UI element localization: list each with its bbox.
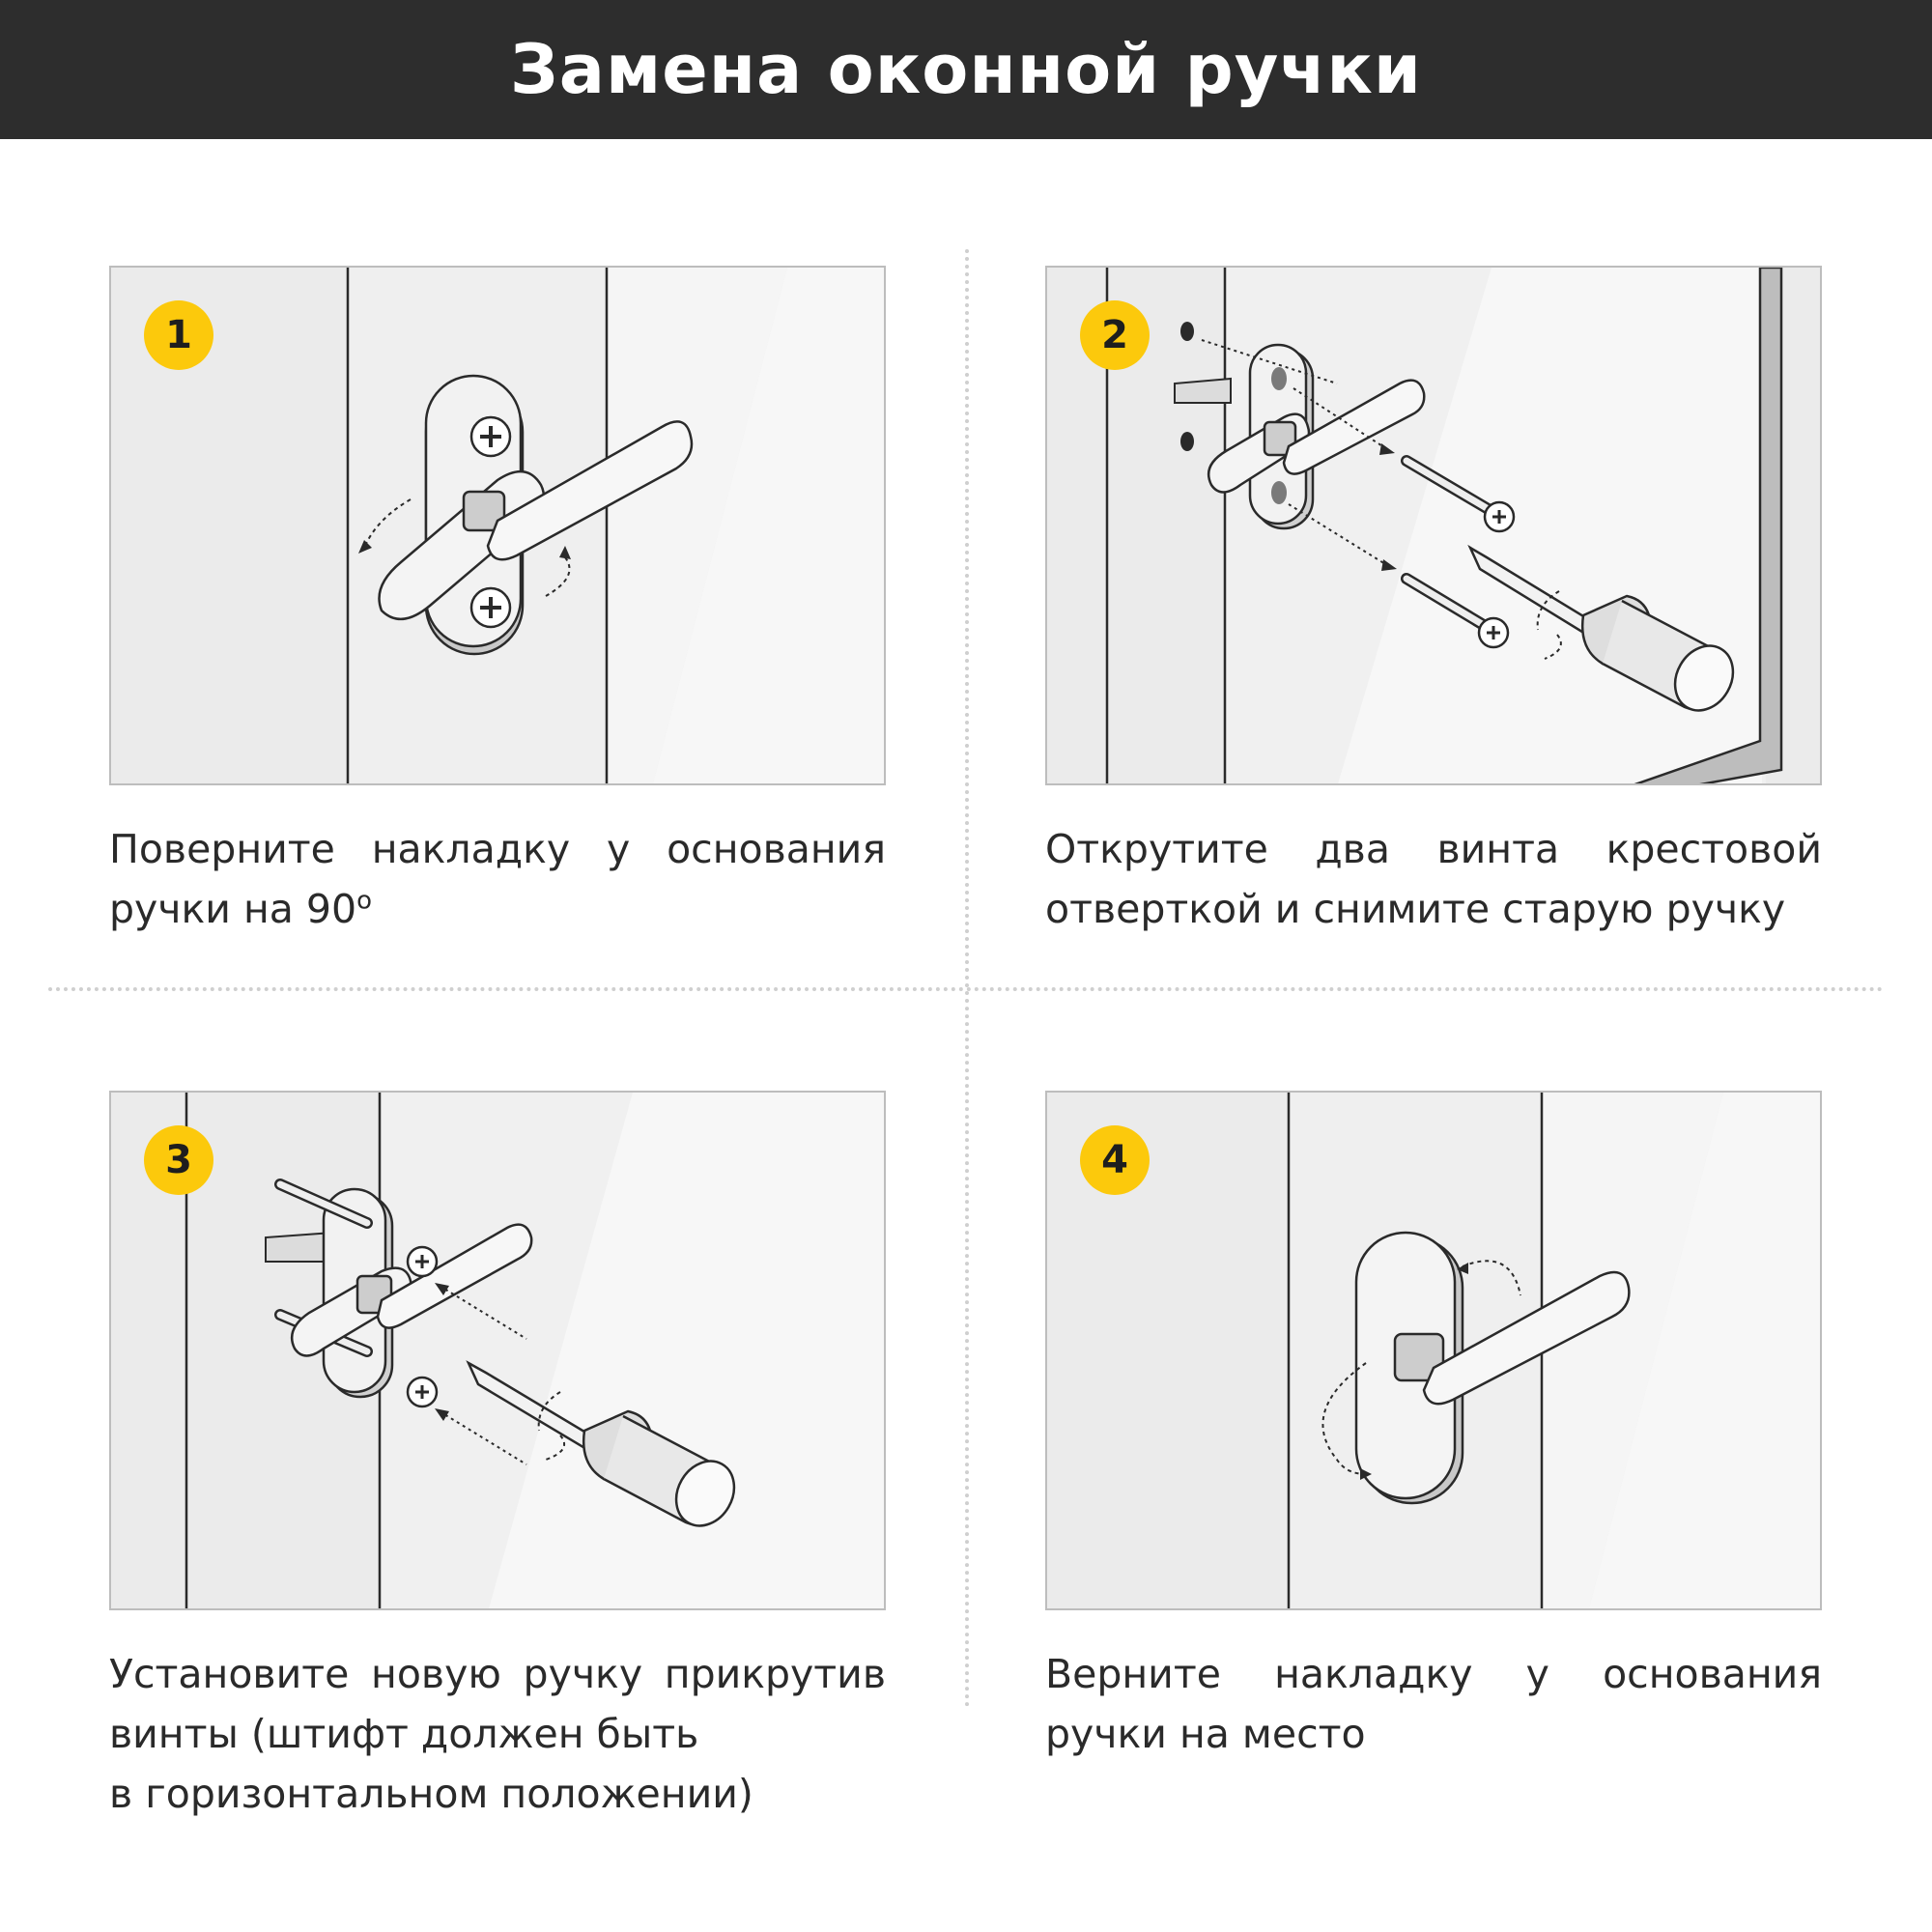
step-3-illustration: 3 xyxy=(109,1091,886,1610)
screw-icon xyxy=(469,586,512,629)
step-2-illustration: 2 xyxy=(1045,266,1822,785)
screw-icon xyxy=(469,415,512,458)
step-3-caption: Установите новую ручку прикрутив винты (… xyxy=(109,1651,886,1817)
header-bar: Замена оконной ручки xyxy=(0,0,1932,139)
step-3-drawing xyxy=(185,1093,884,1608)
horizontal-divider xyxy=(48,987,1884,991)
step-1-drawing xyxy=(346,268,884,783)
step-1-illustration: 1 xyxy=(109,266,886,785)
vertical-divider xyxy=(965,249,969,1708)
step-2-drawing xyxy=(1105,268,1783,783)
step-4-drawing xyxy=(1287,1093,1820,1608)
step-2-badge: 2 xyxy=(1080,300,1150,370)
screwdriver-icon xyxy=(1467,544,1735,712)
step-3-badge: 3 xyxy=(144,1125,213,1195)
step-1-badge: 1 xyxy=(144,300,213,370)
step-4-badge: 4 xyxy=(1080,1125,1150,1195)
step-2-caption: Открутите два винта крестовой отверткой … xyxy=(1045,826,1822,932)
step-4-illustration: 4 xyxy=(1045,1091,1822,1610)
step-1-caption: Поверните накладку у основания ручки на … xyxy=(109,826,886,932)
step-4-caption: Верните накладку у основания ручки на ме… xyxy=(1045,1651,1822,1757)
screwdriver-icon xyxy=(466,1360,736,1527)
page-title: Замена оконной ручки xyxy=(510,30,1422,109)
